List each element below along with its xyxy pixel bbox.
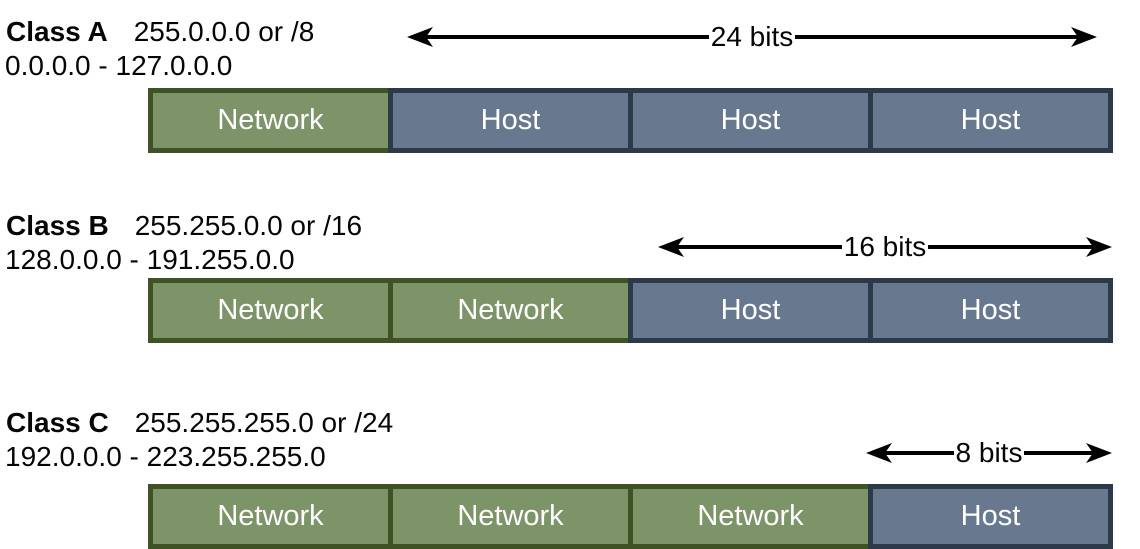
class-a-heading: Class A 255.0.0.0 or /8	[6, 16, 314, 48]
class-c-heading: Class C 255.255.255.0 or /24	[6, 407, 393, 439]
class-c-mask: 255.255.255.0 or /24	[134, 407, 394, 438]
octet-cell-label: Network	[217, 294, 324, 326]
octet-cell-network: Network	[388, 278, 628, 343]
class-b-range: 128.0.0.0 - 191.255.0.0	[5, 244, 295, 275]
octet-cell-label: Host	[480, 104, 541, 136]
arrowhead-left-icon	[658, 237, 684, 257]
class-c-range: 192.0.0.0 - 223.255.255.0	[5, 441, 326, 472]
octet-cell-host: Host	[868, 484, 1113, 549]
class-a-mask: 255.0.0.0 or /8	[133, 16, 315, 47]
class-c-label: Class C	[6, 407, 109, 438]
octet-cell-label: Network	[457, 500, 564, 532]
octet-cell-host: Host	[868, 278, 1113, 343]
class-a-octet-row: Network Host Host Host	[148, 88, 1113, 153]
octet-cell-label: Host	[720, 104, 781, 136]
arrow-shaft	[424, 35, 709, 39]
octet-cell-label: Host	[960, 500, 1021, 532]
class-b-bits-arrow: 16 bits	[658, 233, 1112, 261]
arrowhead-right-icon	[1071, 27, 1097, 47]
octet-cell-network: Network	[148, 484, 388, 549]
octet-cell-label: Network	[457, 294, 564, 326]
arrowhead-left-icon	[407, 27, 433, 47]
class-b-bits-label: 16 bits	[843, 231, 927, 262]
octet-cell-label: Network	[697, 500, 804, 532]
class-c-octet-row: Network Network Network Host	[148, 484, 1113, 549]
octet-cell-network: Network	[628, 484, 868, 549]
octet-cell-label: Network	[217, 500, 324, 532]
class-a-bits-arrow: 24 bits	[407, 23, 1097, 51]
octet-cell-host: Host	[868, 88, 1113, 153]
arrow-shaft	[883, 451, 954, 455]
octet-cell-host: Host	[628, 88, 868, 153]
class-b-label: Class B	[6, 210, 109, 241]
octet-cell-network: Network	[148, 278, 388, 343]
octet-cell-label: Host	[960, 104, 1021, 136]
arrowhead-right-icon	[1086, 237, 1112, 257]
class-a-label: Class A	[6, 16, 108, 47]
arrow-shaft	[675, 245, 842, 249]
arrow-shaft	[928, 245, 1095, 249]
class-b-heading: Class B 255.255.0.0 or /16	[6, 210, 362, 242]
octet-cell-label: Host	[720, 294, 781, 326]
class-b-mask: 255.255.0.0 or /16	[134, 210, 363, 241]
arrowhead-right-icon	[1086, 443, 1112, 463]
octet-cell-network: Network	[148, 88, 388, 153]
octet-cell-host: Host	[388, 88, 628, 153]
class-c-bits-label: 8 bits	[955, 437, 1023, 468]
octet-cell-label: Network	[217, 104, 324, 136]
octet-cell-host: Host	[628, 278, 868, 343]
class-c-bits-arrow: 8 bits	[866, 439, 1112, 467]
octet-cell-network: Network	[388, 484, 628, 549]
arrowhead-left-icon	[866, 443, 892, 463]
arrow-shaft	[1024, 451, 1095, 455]
class-a-bits-label: 24 bits	[710, 21, 794, 52]
octet-cell-label: Host	[960, 294, 1021, 326]
arrow-shaft	[795, 35, 1080, 39]
class-a-range: 0.0.0.0 - 127.0.0.0	[5, 50, 233, 81]
class-b-octet-row: Network Network Host Host	[148, 278, 1113, 343]
